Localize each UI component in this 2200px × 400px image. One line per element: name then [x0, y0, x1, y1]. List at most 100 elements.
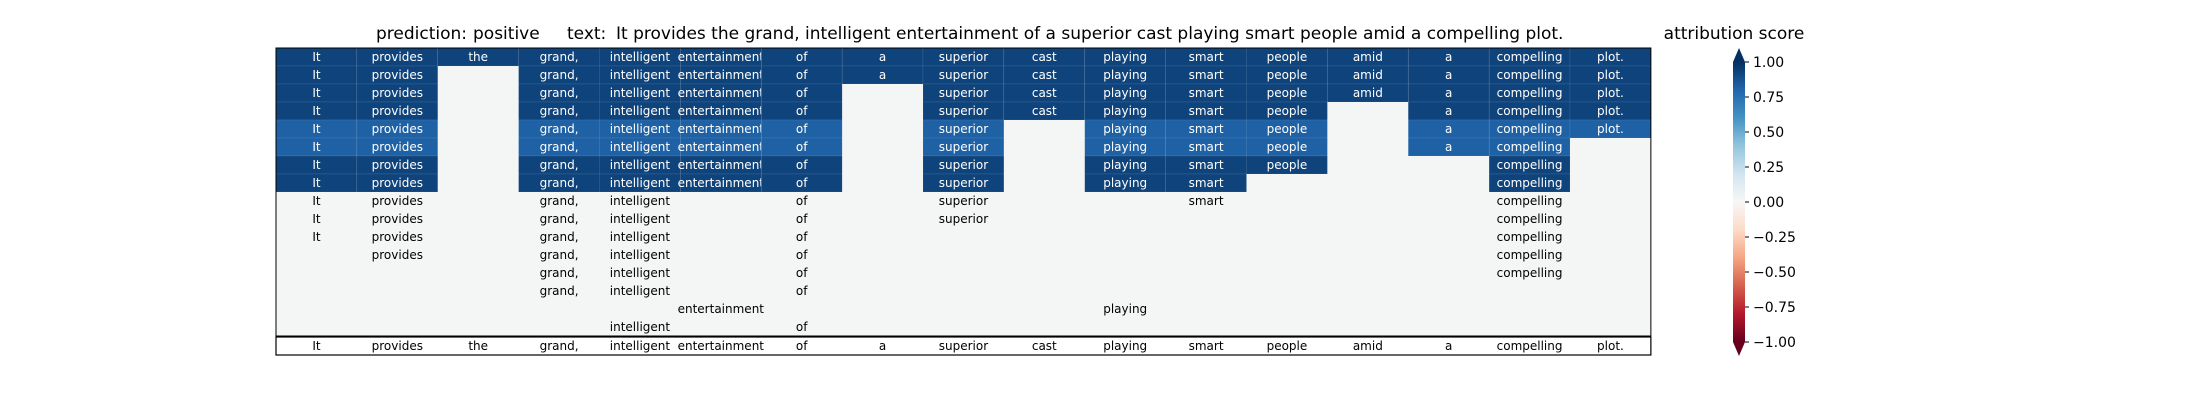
- heatmap-cell-token: intelligent: [610, 50, 671, 64]
- heatmap-cell-token: provides: [372, 212, 423, 226]
- heatmap-cell-token: playing: [1103, 50, 1147, 64]
- heatmap-cell-token: grand,: [540, 212, 579, 226]
- heatmap-cell-token: the: [468, 50, 488, 64]
- text-value: It provides the grand, intelligent enter…: [616, 24, 1563, 44]
- heatmap-cell-token: of: [796, 194, 808, 208]
- heatmap-cell-token: people: [1267, 158, 1308, 172]
- heatmap-cell-token: playing: [1103, 86, 1147, 100]
- colorbar-gradient: [1733, 62, 1745, 342]
- heatmap-cell-token: smart: [1189, 158, 1224, 172]
- heatmap-cell-token: a: [1445, 50, 1452, 64]
- heatmap-cell-token: smart: [1189, 140, 1224, 154]
- heatmap-cell-token: entertainment: [678, 104, 765, 118]
- heatmap-cell-token: smart: [1189, 176, 1224, 190]
- token-label: plot.: [1597, 339, 1624, 353]
- heatmap-cell-token: entertainment: [678, 50, 765, 64]
- heatmap-cell-token: entertainment: [678, 86, 765, 100]
- colorbar-tick-label: −0.25: [1753, 230, 1796, 246]
- token-label: superior: [939, 339, 988, 353]
- heatmap-cell-token: intelligent: [610, 86, 671, 100]
- colorbar-title: attribution score: [1664, 24, 1805, 44]
- heatmap-cell-token: smart: [1189, 68, 1224, 82]
- heatmap-cell-token: compelling: [1497, 104, 1563, 118]
- heatmap-cell-token: playing: [1103, 140, 1147, 154]
- heatmap-cell-token: compelling: [1497, 140, 1563, 154]
- heatmap-cell-token: It: [312, 140, 321, 154]
- heatmap-cell-token: plot.: [1597, 50, 1624, 64]
- colorbar-tick-label: 0.50: [1753, 125, 1784, 141]
- heatmap-cell: [1165, 173, 1247, 193]
- token-row-frame: [275, 336, 1652, 356]
- heatmap-cell-token: of: [796, 140, 808, 154]
- heatmap-cell-token: It: [312, 158, 321, 172]
- heatmap-cell-token: playing: [1103, 122, 1147, 136]
- heatmap-cell-token: people: [1267, 104, 1308, 118]
- heatmap-cell-token: provides: [372, 158, 423, 172]
- heatmap-cell-token: intelligent: [610, 194, 671, 208]
- heatmap-cell-token: grand,: [540, 248, 579, 262]
- heatmap-cell-token: It: [312, 86, 321, 100]
- heatmap-cell-token: playing: [1103, 68, 1147, 82]
- prediction-value: positive: [473, 24, 540, 44]
- heatmap-cell-token: smart: [1189, 86, 1224, 100]
- heatmap-cell-token: provides: [372, 248, 423, 262]
- heatmap-cell-token: compelling: [1497, 158, 1563, 172]
- heatmap-cell-token: It: [312, 194, 321, 208]
- heatmap-cell-token: amid: [1353, 50, 1383, 64]
- token-label: playing: [1103, 339, 1147, 353]
- heatmap-cell-token: cast: [1032, 86, 1057, 100]
- heatmap-cell-token: cast: [1032, 104, 1057, 118]
- heatmap-cell-token: provides: [372, 68, 423, 82]
- heatmap-cell-token: It: [312, 104, 321, 118]
- heatmap-cell: [922, 173, 1005, 193]
- heatmap-frame: [275, 47, 1652, 337]
- colorbar-tick-label: 1.00: [1753, 55, 1784, 71]
- heatmap-cell-token: grand,: [540, 140, 579, 154]
- heatmap-cell-token: grand,: [540, 158, 579, 172]
- heatmap-cell-token: of: [796, 104, 808, 118]
- heatmap-cell-token: people: [1267, 122, 1308, 136]
- heatmap-cell-token: compelling: [1497, 266, 1563, 280]
- colorbar-tick-label: 0.75: [1753, 90, 1784, 106]
- heatmap-cell-token: compelling: [1497, 248, 1563, 262]
- heatmap-cell-token: entertainment: [678, 140, 765, 154]
- heatmap-cell-token: It: [312, 230, 321, 244]
- colorbar-tick-label: 0.25: [1753, 160, 1784, 176]
- heatmap-cell-token: superior: [939, 194, 988, 208]
- heatmap-cell: [760, 173, 843, 193]
- heatmap-cell-token: provides: [372, 86, 423, 100]
- heatmap-cell-token: superior: [939, 158, 988, 172]
- heatmap-cell-token: intelligent: [610, 68, 671, 82]
- heatmap-cell-token: plot.: [1597, 86, 1624, 100]
- heatmap-cell-token: of: [796, 284, 808, 298]
- heatmap-cell-token: intelligent: [610, 230, 671, 244]
- heatmap-cell-token: amid: [1353, 86, 1383, 100]
- heatmap-cell-token: compelling: [1497, 50, 1563, 64]
- heatmap-cell-token: intelligent: [610, 122, 671, 136]
- heatmap-cell-token: intelligent: [610, 140, 671, 154]
- heatmap-cell-token: of: [796, 122, 808, 136]
- heatmap-cell-token: entertainment: [678, 68, 765, 82]
- colorbar-tick-label: −0.75: [1753, 300, 1796, 316]
- heatmap-cell-token: playing: [1103, 104, 1147, 118]
- heatmap-cell-token: grand,: [540, 194, 579, 208]
- heatmap-cell-token: It: [312, 176, 321, 190]
- colorbar-extend-max: [1733, 48, 1745, 62]
- heatmap-cell-token: smart: [1189, 122, 1224, 136]
- heatmap-cell-token: a: [1445, 122, 1452, 136]
- heatmap-cell-token: grand,: [540, 230, 579, 244]
- token-label: cast: [1032, 339, 1057, 353]
- colorbar: 1.000.750.500.250.00−0.25−0.50−0.75−1.00: [1733, 48, 1796, 356]
- heatmap-cell-token: intelligent: [610, 104, 671, 118]
- token-label: a: [1445, 339, 1452, 353]
- heatmap-cell-token: compelling: [1497, 68, 1563, 82]
- heatmap-cell-token: grand,: [540, 86, 579, 100]
- heatmap-cell-token: provides: [372, 50, 423, 64]
- heatmap-cell-token: grand,: [540, 68, 579, 82]
- heatmap-cell-token: provides: [372, 122, 423, 136]
- heatmap-cell-token: of: [796, 50, 808, 64]
- heatmap-cell-token: provides: [372, 104, 423, 118]
- heatmap-cell-token: compelling: [1497, 122, 1563, 136]
- heatmap-cell-token: intelligent: [610, 248, 671, 262]
